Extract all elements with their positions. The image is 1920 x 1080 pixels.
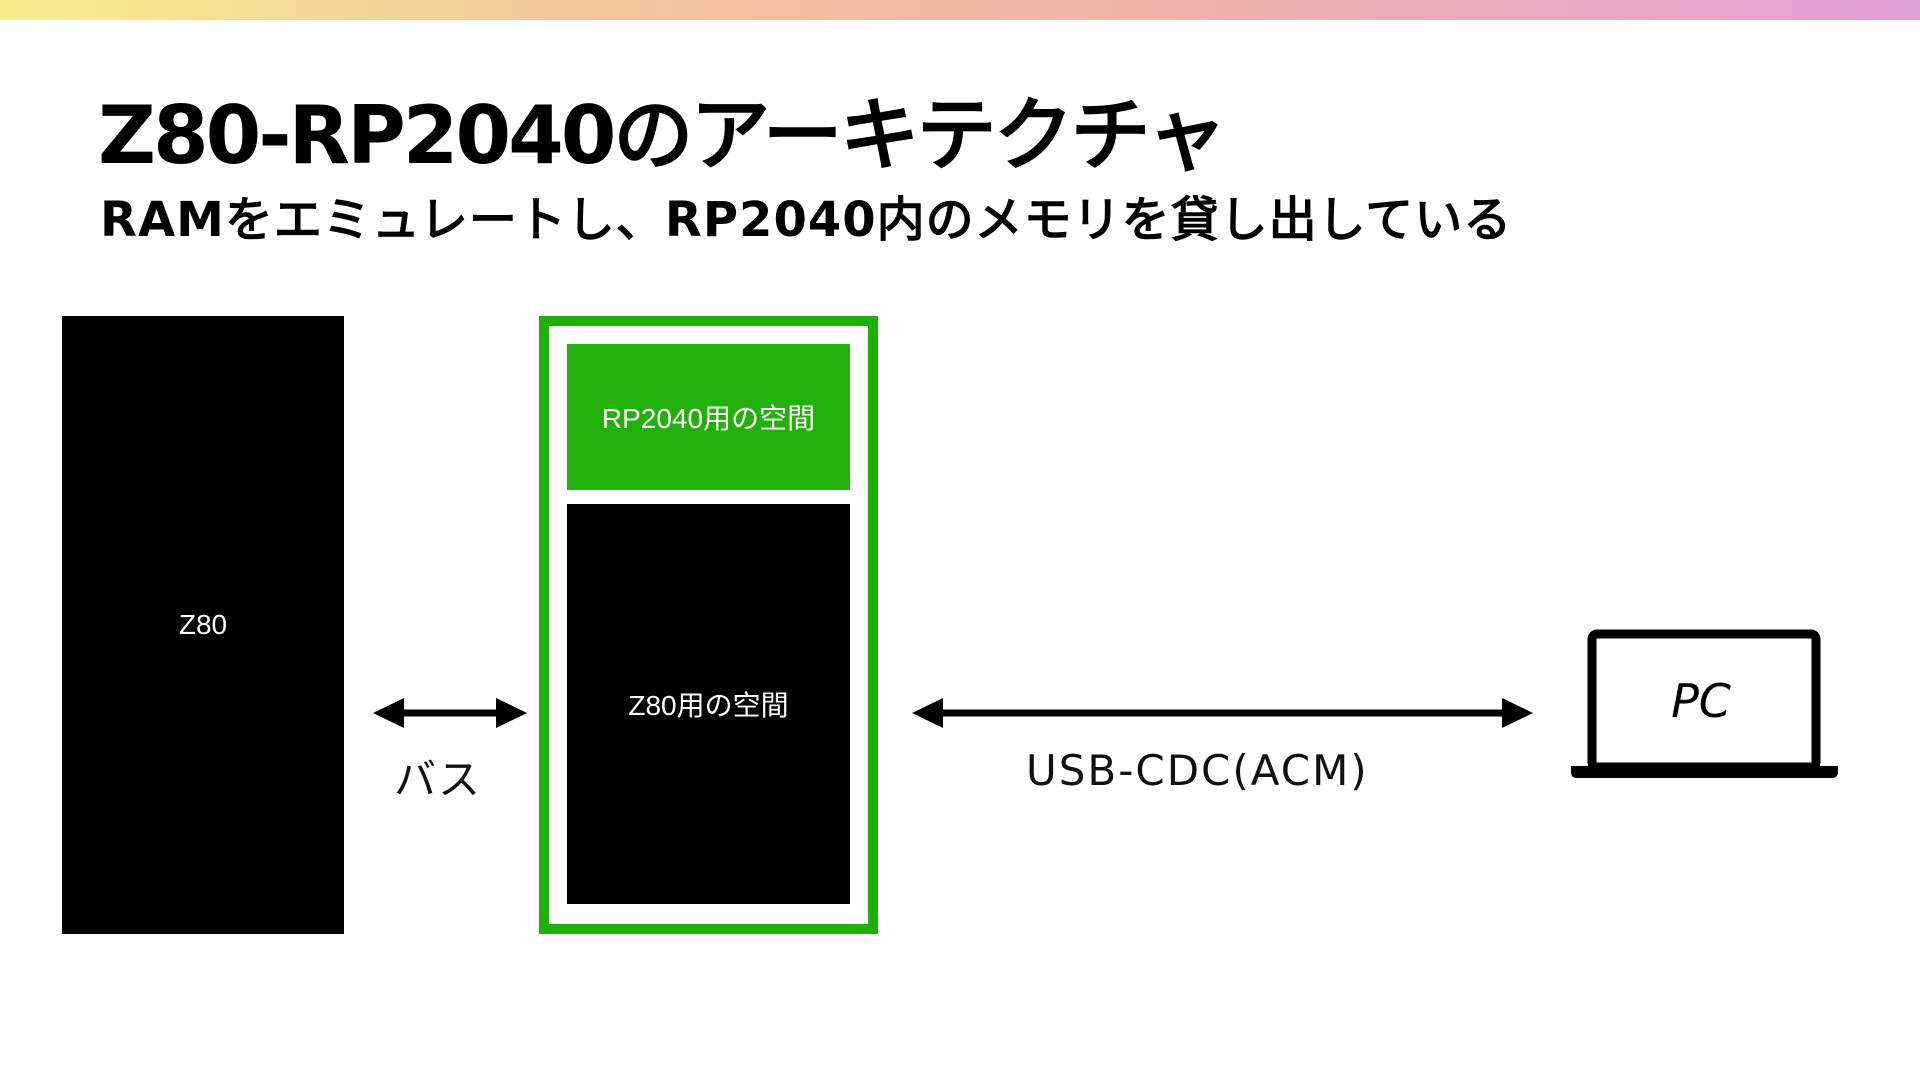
z80-label: Z80 — [178, 609, 228, 640]
usb-double-arrow-icon — [912, 698, 1533, 728]
z80-space-block: Z80用の空間 — [567, 504, 850, 904]
slide-title: Z80-RP2040のアーキテクチャ — [98, 89, 1227, 182]
rp2040-space-block: RP2040用の空間 — [567, 344, 850, 490]
slide-subtitle: RAMをエミュレートし、RP2040内のメモリを貸し出している — [100, 192, 1513, 248]
usb-cdc-label: USB-CDC(ACM) — [1026, 746, 1369, 795]
bus-double-arrow-icon — [373, 698, 527, 728]
z80-space-label: Z80用の空間 — [628, 690, 789, 721]
pc-label: PC — [1671, 674, 1731, 728]
rp2040-space-label: RP2040用の空間 — [601, 403, 816, 434]
gradient-header-bar — [0, 0, 1920, 20]
z80-block: Z80 — [62, 316, 344, 934]
bus-label: バス — [394, 755, 483, 804]
